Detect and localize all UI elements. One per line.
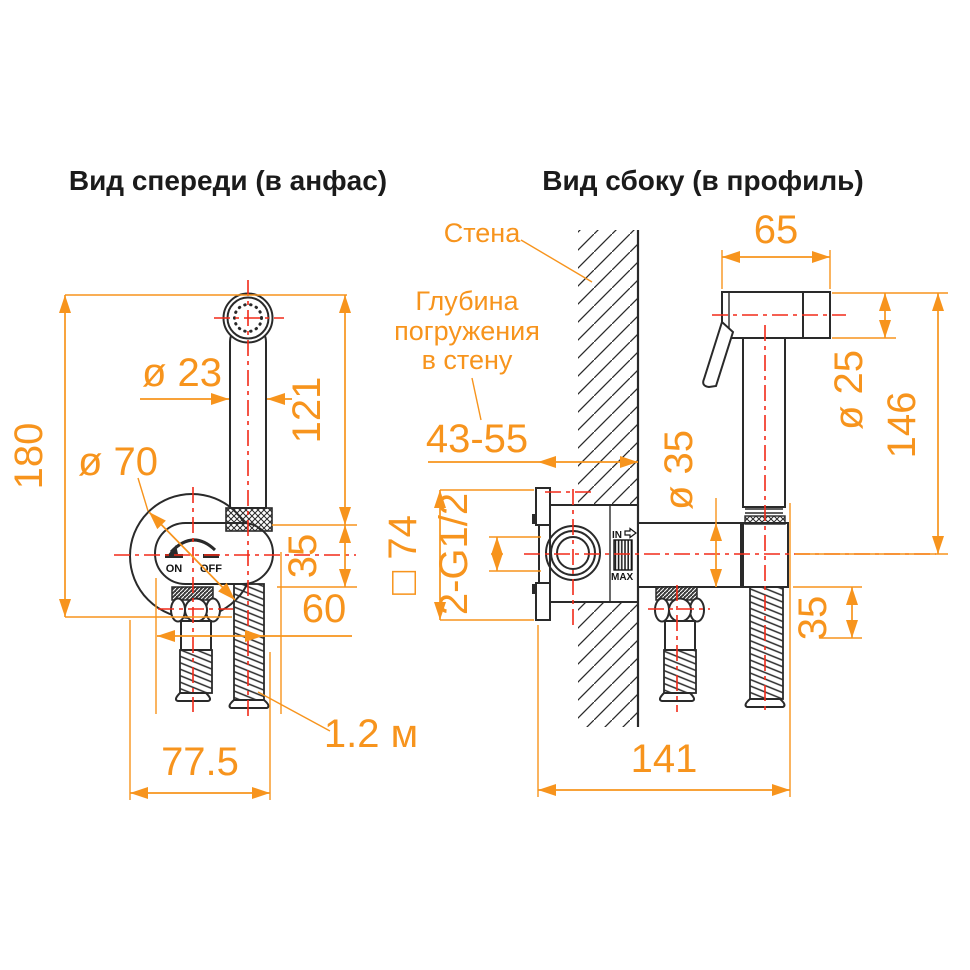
outlet-fitting bbox=[170, 586, 221, 651]
wall bbox=[578, 230, 638, 727]
mounting-screw-top bbox=[532, 514, 537, 524]
rotation-arc-arrow bbox=[167, 545, 178, 556]
trigger-lever bbox=[702, 320, 735, 389]
off-label: OFF bbox=[200, 563, 222, 575]
dim-handle-height: 121 bbox=[285, 377, 329, 444]
nozzle-ring bbox=[233, 303, 263, 333]
on-label: ON bbox=[166, 563, 183, 575]
dim-overall-depth: 141 bbox=[631, 737, 698, 781]
flexible-hose-side bbox=[744, 586, 786, 708]
sprayer-handle-side bbox=[702, 291, 831, 525]
dim-nut-offset: 35 bbox=[281, 534, 325, 579]
max-label: MAX bbox=[611, 572, 634, 583]
external-valve bbox=[637, 522, 789, 588]
knurled-nut bbox=[225, 507, 273, 532]
side-labels: Стена Глубина погружения в стену 43-55 bbox=[394, 218, 593, 461]
dim-hose-drop: 35 bbox=[791, 596, 835, 641]
dim-base-width: 77.5 bbox=[161, 740, 239, 784]
dim-head-diameter: ø 23 bbox=[142, 351, 222, 395]
embed-depth-line3: в стену bbox=[422, 345, 513, 375]
inlet-label: IN bbox=[612, 530, 622, 541]
dim-outlet-offset: 60 bbox=[302, 587, 347, 631]
dim-thread: 2-G1/2 bbox=[432, 493, 476, 615]
dim-handle-diameter: ø 25 bbox=[827, 350, 871, 430]
front-view: ON OFF bbox=[7, 280, 418, 800]
side-dimensions: □ 74 2-G1/2 65 ø 25 146 ø 35 35 bbox=[381, 208, 948, 797]
dim-handle-height: 146 bbox=[880, 392, 924, 459]
flexible-hose bbox=[228, 583, 270, 709]
dim-plate-diameter: ø 70 bbox=[78, 440, 158, 484]
outlet-fitting-side bbox=[654, 586, 705, 702]
embed-depth-value: 43-55 bbox=[426, 417, 528, 461]
wall-label: Стена bbox=[444, 218, 521, 248]
embed-depth-line1: Глубина bbox=[415, 286, 519, 316]
front-view-title: Вид спереди (в анфас) bbox=[69, 165, 387, 196]
inlet-thread bbox=[613, 539, 633, 571]
inlet-arrow-icon bbox=[624, 527, 637, 539]
control-valve: ON OFF bbox=[154, 522, 274, 585]
dim-hose-length: 1.2 м bbox=[324, 712, 418, 756]
dim-valve-diameter: ø 35 bbox=[657, 430, 701, 510]
dim-rough-in-square: □ 74 bbox=[381, 515, 425, 595]
front-centerlines bbox=[114, 280, 356, 718]
mounting-screw-bottom bbox=[532, 584, 537, 594]
front-dimensions: 180 121 35 ø 23 ø 70 60 77.5 1.2 bbox=[7, 294, 418, 800]
embed-depth-line2: погружения bbox=[394, 316, 540, 346]
outlet-hose bbox=[174, 649, 213, 702]
dim-overall-height: 180 bbox=[7, 423, 51, 490]
dim-head-length: 65 bbox=[754, 208, 799, 252]
side-view-title: Вид сбоку (в профиль) bbox=[542, 165, 863, 196]
side-view: IN MAX bbox=[381, 208, 948, 797]
